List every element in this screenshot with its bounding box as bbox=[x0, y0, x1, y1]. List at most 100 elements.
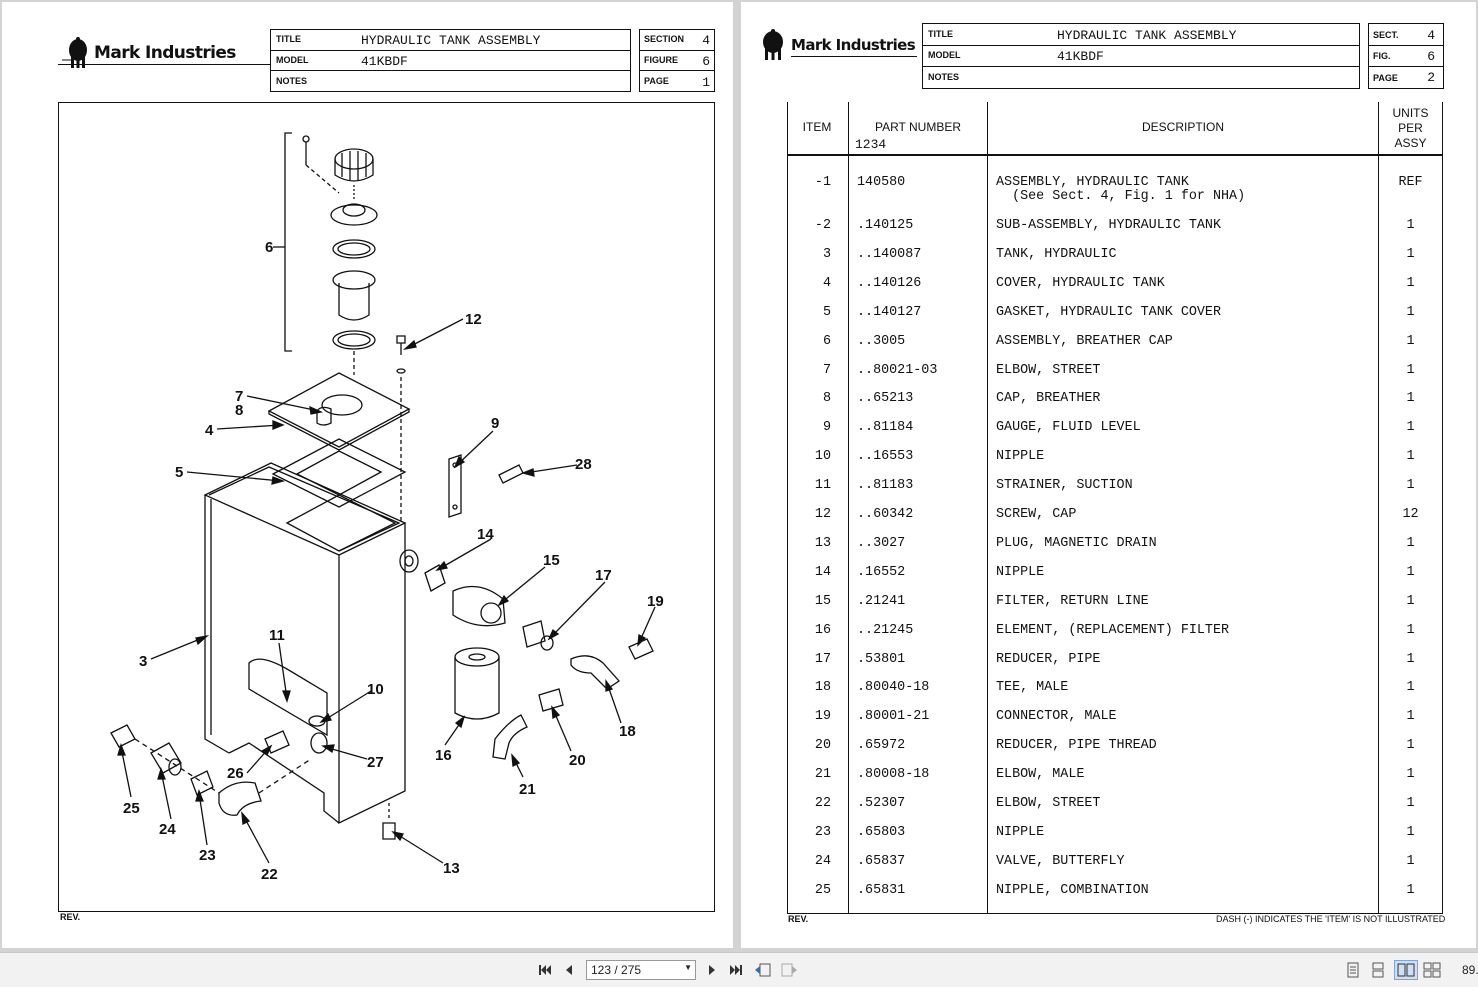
figure-label: FIG. bbox=[1373, 51, 1391, 61]
chevron-down-icon: ▼ bbox=[684, 963, 692, 972]
exploded-diagram-frame: 6 12 7 8 4 9 28 5 14 15 17 19 3 11 10 18… bbox=[58, 102, 715, 912]
units-per-assy: 1 bbox=[1406, 622, 1415, 638]
callout-20: 20 bbox=[569, 752, 586, 769]
facing-view-button[interactable] bbox=[1394, 960, 1418, 980]
next-view-button[interactable] bbox=[780, 961, 798, 979]
part-description: REDUCER, PIPE THREAD bbox=[996, 738, 1157, 754]
item-number: 10 bbox=[814, 449, 831, 465]
units-per-assy: 1 bbox=[1406, 680, 1415, 696]
col-header-units-1: UNITS bbox=[1392, 106, 1429, 120]
units-per-assy: 1 bbox=[1406, 593, 1415, 609]
brand-logo-right: Mark Industries bbox=[759, 28, 916, 62]
part-number: ..140087 bbox=[857, 246, 922, 262]
item-number: 17 bbox=[814, 651, 831, 667]
previous-view-button[interactable] bbox=[754, 961, 772, 979]
logo-underline bbox=[58, 64, 270, 65]
callout-11: 11 bbox=[269, 627, 285, 644]
part-description: ELEMENT, (REPLACEMENT) FILTER bbox=[996, 622, 1230, 638]
units-per-assy: 1 bbox=[1406, 218, 1415, 233]
callout-14: 14 bbox=[477, 526, 494, 543]
model-label: MODEL bbox=[928, 50, 961, 60]
figure-value: 6 bbox=[1427, 49, 1435, 64]
part-description: NIPPLE bbox=[996, 564, 1045, 580]
figure-label: FIGURE bbox=[644, 55, 679, 65]
units-per-assy: 1 bbox=[1406, 304, 1415, 320]
units-per-assy: 1 bbox=[1406, 796, 1415, 811]
continuous-facing-view-button[interactable] bbox=[1423, 961, 1441, 979]
units-per-assy: 1 bbox=[1406, 882, 1415, 898]
section-block-right: SECT. 4 FIG. 6 PAGE 2 bbox=[1368, 23, 1444, 89]
facing-pages-icon bbox=[1397, 963, 1415, 977]
part-description: ELBOW, MALE bbox=[996, 767, 1085, 783]
item-number: 9 bbox=[822, 420, 831, 436]
next-page-button[interactable] bbox=[703, 961, 721, 979]
previous-page-button[interactable] bbox=[560, 961, 578, 979]
col-header-item: ITEM bbox=[802, 120, 832, 134]
units-per-assy: 1 bbox=[1406, 478, 1415, 494]
continuous-page-icon bbox=[1372, 962, 1384, 978]
part-number: ..140126 bbox=[857, 275, 922, 291]
callout-25: 25 bbox=[123, 800, 140, 817]
part-description: COVER, HYDRAULIC TANK bbox=[996, 275, 1165, 291]
logo-underline-right bbox=[791, 56, 917, 57]
part-description: ELBOW, STREET bbox=[996, 796, 1101, 811]
section-label: SECTION bbox=[644, 34, 685, 44]
brand-name-right: Mark Industries bbox=[791, 36, 916, 54]
units-per-assy: 12 bbox=[1402, 507, 1419, 522]
last-page-button[interactable] bbox=[727, 961, 745, 979]
item-number: 7 bbox=[822, 362, 831, 378]
part-number: ..80021-03 bbox=[857, 362, 938, 378]
part-description: ASSEMBLY, BREATHER CAP bbox=[996, 333, 1173, 349]
callout-4: 4 bbox=[205, 422, 214, 439]
continuous-view-button[interactable] bbox=[1369, 961, 1387, 979]
item-number: 18 bbox=[814, 680, 831, 696]
zoom-level[interactable]: 89. bbox=[1462, 963, 1478, 977]
callout-12: 12 bbox=[465, 311, 482, 328]
page-number-select[interactable]: 123 / 275 ▼ bbox=[586, 960, 696, 980]
item-number: 14 bbox=[814, 564, 831, 580]
first-page-button[interactable] bbox=[536, 961, 554, 979]
part-number: .53801 bbox=[857, 651, 906, 667]
part-number: .80001-21 bbox=[857, 709, 930, 725]
units-per-assy: 1 bbox=[1406, 333, 1415, 349]
col-header-part-number-sub: 1234 bbox=[855, 137, 887, 152]
callout-7: 7 bbox=[235, 388, 243, 405]
part-number: .65831 bbox=[857, 882, 906, 898]
model-label: MODEL bbox=[276, 55, 309, 65]
part-number: 140580 bbox=[857, 175, 906, 190]
page-label: PAGE bbox=[1373, 73, 1398, 83]
callout-15: 15 bbox=[543, 552, 560, 569]
rev-label-right: REV. bbox=[788, 914, 809, 924]
units-per-assy: 1 bbox=[1406, 420, 1415, 436]
part-description: ASSEMBLY, HYDRAULIC TANK bbox=[996, 175, 1189, 190]
part-number: ..81184 bbox=[857, 420, 914, 436]
next-view-icon bbox=[781, 963, 797, 977]
item-number: -1 bbox=[814, 175, 831, 190]
item-number: 3 bbox=[822, 246, 831, 262]
part-description: NIPPLE, COMBINATION bbox=[996, 882, 1149, 898]
units-per-assy: 1 bbox=[1406, 709, 1415, 725]
page-indicator: 123 / 275 bbox=[591, 963, 642, 977]
section-label: SECT. bbox=[1373, 30, 1399, 40]
part-description: SUB-ASSEMBLY, HYDRAULIC TANK bbox=[996, 218, 1221, 233]
single-page-view-button[interactable] bbox=[1344, 961, 1362, 979]
callout-23: 23 bbox=[199, 847, 216, 864]
part-description-note: (See Sect. 4, Fig. 1 for NHA) bbox=[996, 189, 1246, 204]
units-per-assy: 1 bbox=[1406, 391, 1415, 407]
title-block-right: TITLE HYDRAULIC TANK ASSEMBLY MODEL 41KB… bbox=[922, 23, 1360, 89]
parts-list-table: ITEM PART NUMBER 1234 DESCRIPTION UNITS … bbox=[787, 102, 1443, 914]
continuous-facing-icon bbox=[1423, 962, 1441, 978]
col-header-units-2: PER bbox=[1398, 121, 1423, 135]
first-page-icon bbox=[539, 965, 551, 975]
title-value: HYDRAULIC TANK ASSEMBLY bbox=[361, 33, 541, 48]
callout-22: 22 bbox=[261, 866, 278, 883]
page-label: PAGE bbox=[644, 76, 669, 86]
previous-page-icon bbox=[566, 965, 572, 975]
notes-label: NOTES bbox=[928, 72, 960, 82]
part-description: REDUCER, PIPE bbox=[996, 651, 1101, 667]
item-number: 22 bbox=[814, 796, 831, 811]
part-number: ..81183 bbox=[857, 478, 914, 494]
item-number: 13 bbox=[814, 535, 831, 551]
previous-view-icon bbox=[755, 963, 771, 977]
model-value: 41KBDF bbox=[1057, 49, 1104, 64]
